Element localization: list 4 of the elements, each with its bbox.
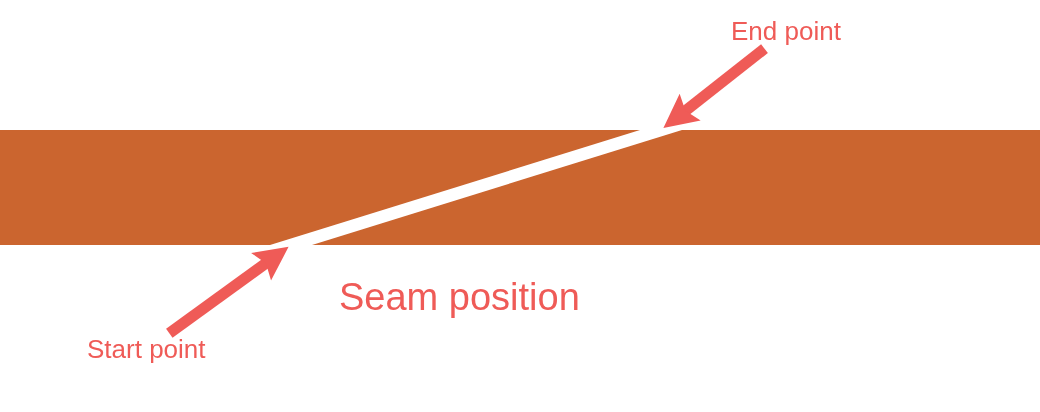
callout-label: Start point [87, 335, 206, 365]
seam-line [270, 130, 682, 245]
annotation-text: Seam position [339, 276, 580, 320]
callout-label: End point [731, 17, 841, 47]
